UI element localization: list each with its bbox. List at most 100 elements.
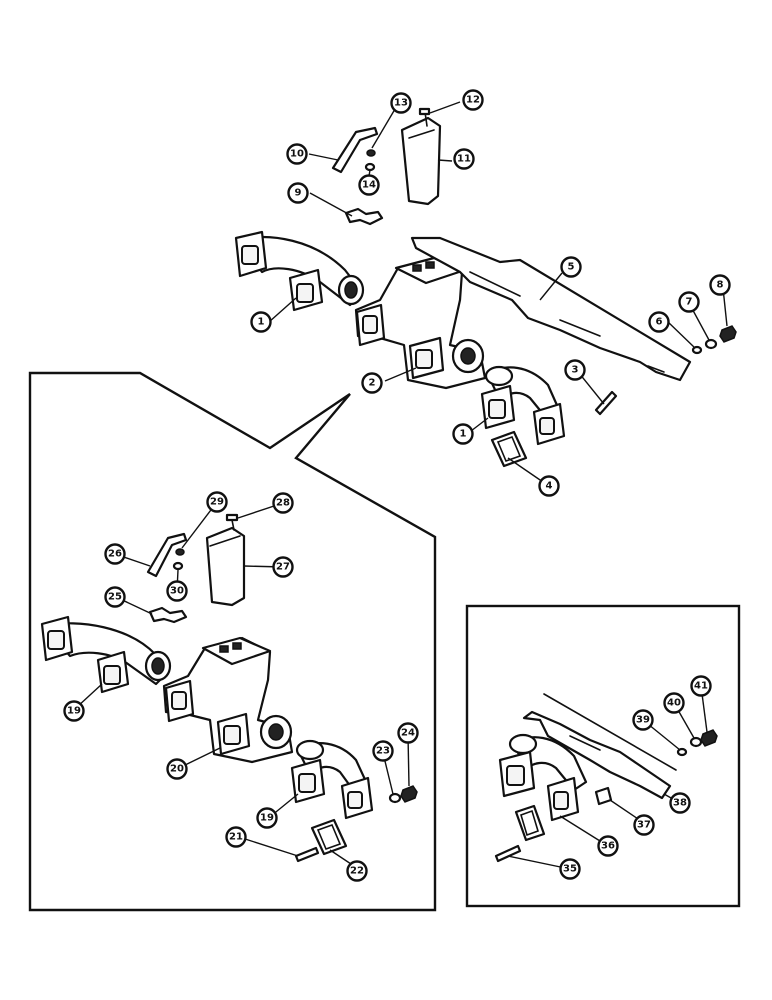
inset-assembly-left: [40, 513, 418, 863]
svg-text:13: 13: [394, 98, 408, 109]
callout-14: 14: [358, 174, 380, 196]
washer-14: [364, 162, 376, 172]
manifold-section-36: [498, 733, 588, 822]
washer-40: [689, 736, 703, 748]
inset-manifold-section-center: [162, 636, 294, 764]
svg-text:14: 14: [362, 180, 376, 191]
svg-text:4: 4: [546, 481, 553, 492]
callout-37: 37: [633, 814, 655, 836]
inset-manifold-section-right: [290, 739, 374, 820]
inset-assembly-right: [494, 693, 718, 863]
svg-text:28: 28: [276, 498, 290, 509]
callout-11: 11: [453, 148, 475, 170]
callout-3: 3: [564, 359, 586, 381]
svg-text:41: 41: [694, 681, 708, 692]
nut-24: [400, 785, 418, 803]
svg-text:24: 24: [401, 728, 415, 739]
heat-shield-plate-38: [522, 710, 672, 800]
callout-38: 38: [669, 792, 691, 814]
callouts: 1 1 2 3 4 5 6 7 8 9 10 11 12 13 14 19 19…: [63, 89, 731, 882]
callout-29: 29: [206, 491, 228, 513]
callout-27: 27: [272, 556, 294, 578]
svg-text:23: 23: [376, 746, 390, 757]
svg-text:11: 11: [457, 154, 471, 165]
svg-text:29: 29: [210, 497, 224, 508]
callout-13: 13: [390, 92, 412, 114]
callout-5: 5: [560, 256, 582, 278]
callout-21: 21: [225, 826, 247, 848]
svg-text:39: 39: [636, 715, 650, 726]
svg-text:35: 35: [563, 864, 577, 875]
callout-25: 25: [104, 586, 126, 608]
washer-39: [676, 747, 688, 757]
callout-12: 12: [462, 89, 484, 111]
svg-text:5: 5: [568, 262, 575, 273]
svg-text:6: 6: [656, 317, 663, 328]
svg-text:12: 12: [466, 95, 480, 106]
bracket-26: [146, 532, 188, 578]
heat-shield-27: [205, 526, 246, 607]
callout-20: 20: [166, 758, 188, 780]
manifold-section-right: [480, 365, 566, 446]
callout-1: 1: [452, 423, 474, 445]
svg-text:19: 19: [67, 706, 81, 717]
svg-text:1: 1: [460, 429, 467, 440]
svg-text:21: 21: [229, 832, 243, 843]
callout-28: 28: [272, 492, 294, 514]
svg-text:27: 27: [276, 562, 290, 573]
leader-lines: [76, 101, 728, 870]
callout-7: 7: [678, 291, 700, 313]
svg-text:36: 36: [601, 841, 615, 852]
svg-text:22: 22: [350, 866, 364, 877]
nut-29: [175, 548, 185, 556]
callout-36: 36: [597, 835, 619, 857]
stud-3: [594, 390, 618, 416]
svg-text:19: 19: [260, 813, 274, 824]
callout-6: 6: [648, 311, 670, 333]
clip-9: [344, 207, 384, 226]
inset-manifold-section-left: [40, 615, 172, 694]
callout-22: 22: [346, 860, 368, 882]
callout-4: 4: [538, 475, 560, 497]
washer-7: [704, 338, 718, 350]
washer-6: [691, 345, 703, 355]
svg-text:10: 10: [290, 149, 304, 160]
top-assembly: [234, 107, 737, 468]
heat-shield-plate-5: [410, 236, 692, 382]
bracket-10: [331, 126, 379, 174]
callout-35: 35: [559, 858, 581, 880]
nut-41: [700, 729, 718, 747]
svg-text:30: 30: [170, 586, 184, 597]
callout-30: 30: [166, 580, 188, 602]
callout-9: 9: [287, 182, 309, 204]
inset-frame-left: [28, 371, 437, 912]
clip-25: [148, 606, 188, 624]
gasket-22: [310, 818, 348, 856]
manifold-section-left: [234, 230, 365, 312]
svg-text:20: 20: [170, 764, 184, 775]
bolt-28: [231, 519, 235, 531]
callout-41: 41: [690, 675, 712, 697]
callout-40: 40: [663, 692, 685, 714]
svg-text:40: 40: [667, 698, 681, 709]
stud-35: [494, 844, 522, 863]
svg-text:26: 26: [108, 549, 122, 560]
callout-10: 10: [286, 143, 308, 165]
svg-text:38: 38: [673, 798, 687, 809]
callout-26: 26: [104, 543, 126, 565]
washer-23: [388, 792, 402, 804]
svg-text:8: 8: [717, 280, 724, 291]
svg-text:3: 3: [572, 365, 579, 376]
gasket-36: [514, 804, 546, 842]
svg-text:37: 37: [637, 820, 651, 831]
callout-23: 23: [372, 740, 394, 762]
callout-19: 19: [63, 700, 85, 722]
gasket-4: [490, 430, 528, 468]
inset-frame-right: [465, 604, 741, 908]
svg-text:9: 9: [295, 188, 302, 199]
stud-21: [294, 846, 320, 863]
nut-13: [366, 149, 376, 157]
svg-text:2: 2: [369, 378, 376, 389]
callout-8: 8: [709, 274, 731, 296]
